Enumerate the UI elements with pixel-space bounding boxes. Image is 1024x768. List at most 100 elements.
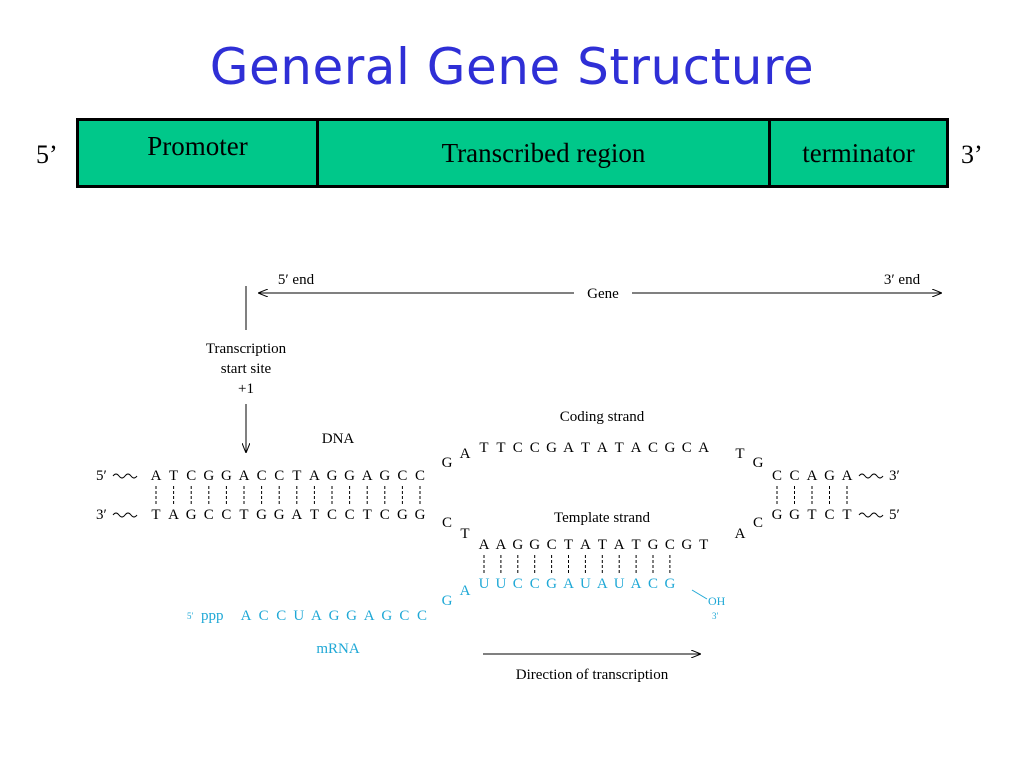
template-base: G bbox=[789, 507, 800, 523]
mrna-base: C bbox=[259, 608, 269, 624]
mrna-base: A bbox=[364, 608, 375, 624]
coding-base: T bbox=[292, 468, 301, 484]
mrna-base: A bbox=[311, 608, 322, 624]
template-base: C bbox=[221, 507, 231, 523]
gene-label: Gene bbox=[587, 286, 619, 302]
coding-base: G bbox=[221, 468, 232, 484]
coding-base: A bbox=[309, 468, 320, 484]
coding-right-squiggle bbox=[858, 473, 884, 479]
mrna-base: G bbox=[546, 576, 557, 592]
coding-base: A bbox=[698, 440, 709, 456]
coding-base: A bbox=[239, 468, 250, 484]
coding-base: T bbox=[479, 440, 488, 456]
terminator-region: terminator bbox=[802, 137, 915, 168]
template-base: G bbox=[772, 507, 783, 523]
template-base: C bbox=[380, 507, 390, 523]
gene-structure-bar: Promoter Transcribed region terminator bbox=[76, 118, 949, 188]
template-base: C bbox=[345, 507, 355, 523]
mrna-label: mRNA bbox=[316, 641, 360, 657]
coding-base: A bbox=[597, 440, 608, 456]
template-base: C bbox=[665, 537, 675, 553]
mrna-base: C bbox=[530, 576, 540, 592]
coding-base: C bbox=[415, 468, 425, 484]
turn-base: G bbox=[753, 455, 764, 471]
template-base: T bbox=[564, 537, 573, 553]
coding-base: G bbox=[344, 468, 355, 484]
coding-3prime: 3′ bbox=[889, 468, 900, 484]
rna-dna-base-pairs bbox=[483, 555, 671, 573]
template-base: T bbox=[842, 507, 851, 523]
base-pairs-right bbox=[776, 486, 848, 504]
turn-base: G bbox=[442, 593, 453, 609]
coding-base: C bbox=[274, 468, 284, 484]
mrna-3prime-bond bbox=[691, 589, 708, 600]
mrna-base: A bbox=[563, 576, 574, 592]
template-base: C bbox=[824, 507, 834, 523]
template-base: G bbox=[256, 507, 267, 523]
tss-label-line1: Transcription bbox=[206, 341, 287, 357]
mrna-base: U bbox=[479, 576, 490, 592]
turn-base: A bbox=[735, 526, 746, 542]
coding-base: T bbox=[615, 440, 624, 456]
mrna-base: U bbox=[495, 576, 506, 592]
coding-strand-label: Coding strand bbox=[560, 409, 645, 425]
mrna-base: A bbox=[597, 576, 608, 592]
mrna-base: G bbox=[329, 608, 340, 624]
template-right-squiggle bbox=[858, 512, 884, 518]
turn-base: A bbox=[460, 446, 471, 462]
coding-base: A bbox=[362, 468, 373, 484]
coding-base: T bbox=[169, 468, 178, 484]
template-base: T bbox=[632, 537, 641, 553]
mrna-base: G bbox=[346, 608, 357, 624]
mrna-base: C bbox=[417, 608, 427, 624]
turn-base: T bbox=[460, 526, 469, 542]
mrna-3prime: 3′ bbox=[712, 611, 719, 621]
coding-base: C bbox=[648, 440, 658, 456]
template-strand-label: Template strand bbox=[554, 510, 650, 526]
turn-base: G bbox=[442, 455, 453, 471]
template-base: G bbox=[274, 507, 285, 523]
template-base: A bbox=[580, 537, 591, 553]
turn-base: A bbox=[460, 583, 471, 599]
mrna-base: C bbox=[648, 576, 658, 592]
template-3prime: 3′ bbox=[96, 507, 107, 523]
mrna-ppp: ppp bbox=[201, 608, 224, 624]
template-left-squiggle bbox=[112, 512, 138, 518]
template-base: G bbox=[648, 537, 659, 553]
template-base: G bbox=[397, 507, 408, 523]
template-base: A bbox=[495, 537, 506, 553]
template-base: G bbox=[186, 507, 197, 523]
mrna-base: C bbox=[513, 576, 523, 592]
template-5prime: 5′ bbox=[889, 507, 900, 523]
turn-base: C bbox=[753, 515, 763, 531]
template-base: A bbox=[614, 537, 625, 553]
coding-base: G bbox=[664, 440, 675, 456]
mrna-base: U bbox=[293, 608, 304, 624]
mrna-base: A bbox=[241, 608, 252, 624]
template-base: T bbox=[699, 537, 708, 553]
coding-base: A bbox=[151, 468, 162, 484]
coding-5prime: 5′ bbox=[96, 468, 107, 484]
tss-label-line3: +1 bbox=[238, 381, 254, 397]
template-base: T bbox=[807, 507, 816, 523]
coding-base: G bbox=[379, 468, 390, 484]
mrna-oh: OH bbox=[708, 594, 726, 608]
coding-base: G bbox=[546, 440, 557, 456]
coding-base: T bbox=[581, 440, 590, 456]
coding-base: C bbox=[789, 468, 799, 484]
template-base: C bbox=[327, 507, 337, 523]
template-base: T bbox=[239, 507, 248, 523]
dna-label: DNA bbox=[322, 431, 355, 447]
template-base: A bbox=[291, 507, 302, 523]
template-base: G bbox=[415, 507, 426, 523]
base-pairs-left bbox=[155, 486, 421, 504]
mrna-base: A bbox=[631, 576, 642, 592]
template-base: A bbox=[168, 507, 179, 523]
three-prime-end-label: 3′ end bbox=[884, 272, 921, 288]
